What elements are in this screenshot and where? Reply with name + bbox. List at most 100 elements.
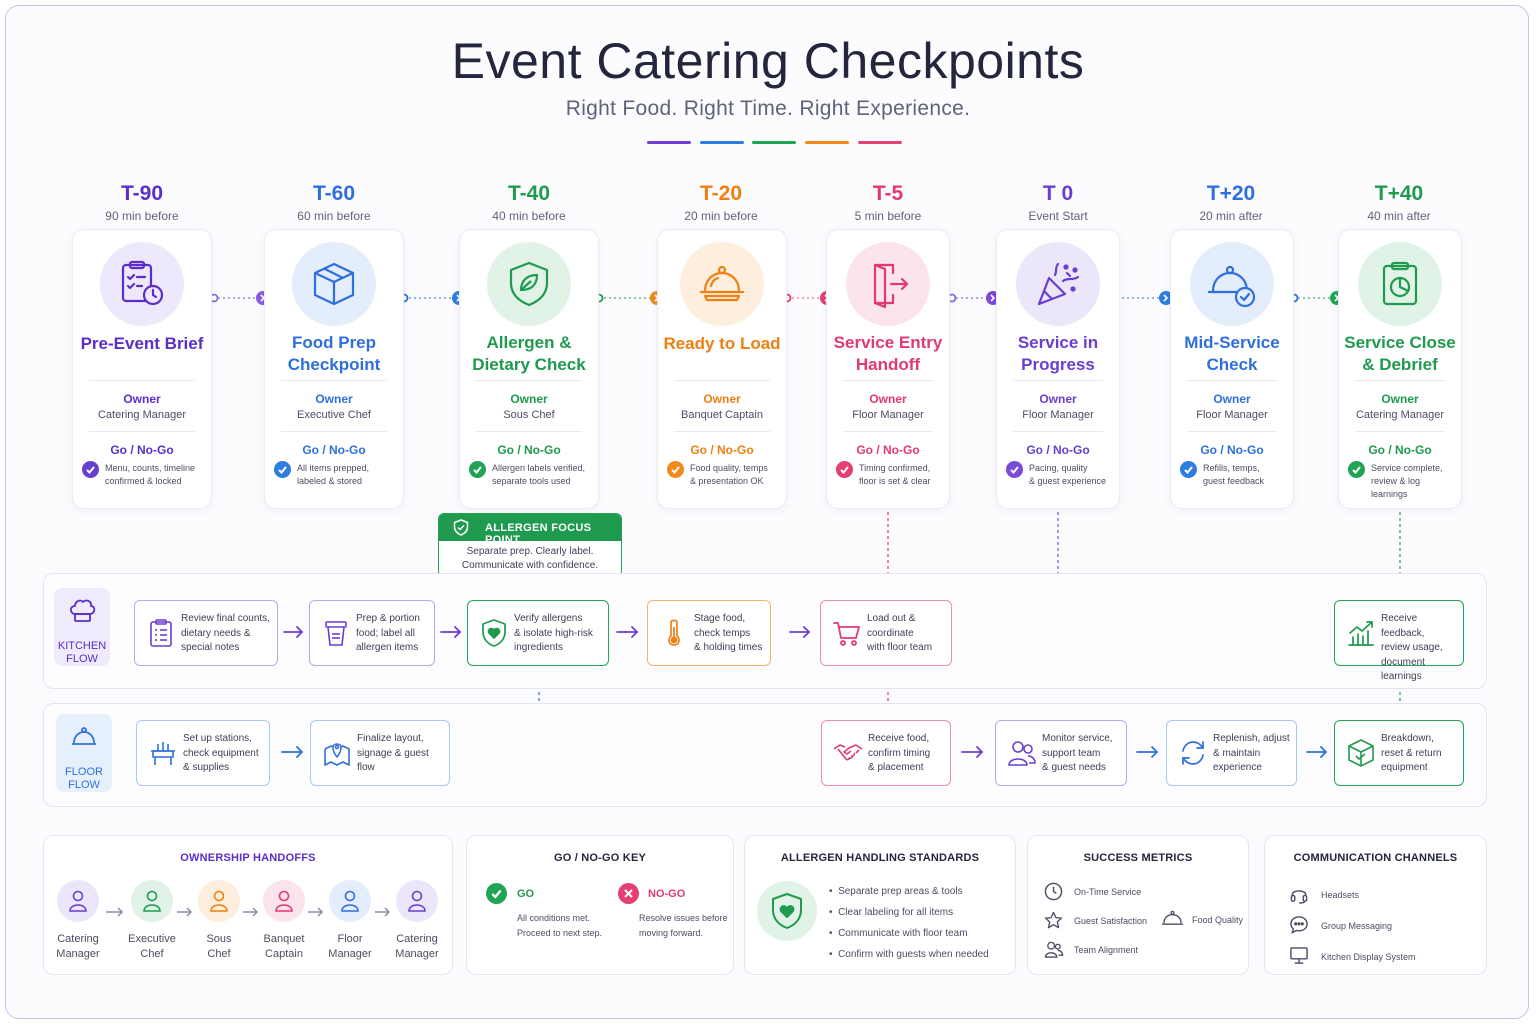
divider <box>843 380 933 381</box>
owner-value: Catering Manager <box>1355 409 1445 421</box>
check-icon <box>1348 461 1365 478</box>
go-text: Proceed to next step. <box>517 928 603 938</box>
station-icon <box>151 742 175 765</box>
success-metrics-panel: SUCCESS METRICS On-Time Service Guest Sa… <box>1027 835 1249 975</box>
time-sub: Event Start <box>1028 209 1088 223</box>
chat-bubble-icon <box>1290 916 1308 934</box>
go-no-go-label: Go / No-Go <box>1368 443 1432 457</box>
lane-label: KITCHEN <box>57 640 107 652</box>
divider <box>89 380 195 381</box>
handoff-role: Catering <box>57 933 99 945</box>
go-text: All conditions met. <box>517 913 591 923</box>
owner-label: Owner <box>1213 392 1251 406</box>
check-icon <box>1180 461 1197 478</box>
go-no-go-label: Go / No-Go <box>856 443 920 457</box>
door-exit-icon <box>846 242 930 326</box>
kitchen-step-review[interactable]: Review final counts,dietary needs &speci… <box>134 600 278 666</box>
step-text: & placement <box>868 762 924 773</box>
accent-bar-3 <box>752 141 796 144</box>
check-icon <box>1006 461 1023 478</box>
go-text: confirmed & locked <box>105 476 182 486</box>
channel-label: Kitchen Display System <box>1321 952 1416 962</box>
metric-label: Team Alignment <box>1074 945 1139 955</box>
person-icon <box>143 890 161 912</box>
person-icon <box>275 890 293 912</box>
divider <box>674 431 770 432</box>
divider <box>674 380 770 381</box>
cloche-icon <box>680 242 764 326</box>
owner-value: Banquet Captain <box>681 409 763 421</box>
thermometer-icon <box>668 619 680 646</box>
shield-leaf-icon <box>487 242 571 326</box>
accent-bar-2 <box>700 141 744 144</box>
checkpoint-card-ready-to-load[interactable]: Ready to Load Owner Banquet Captain Go /… <box>657 229 787 509</box>
page-subtitle: Right Food. Right Time. Right Experience… <box>565 97 971 120</box>
go-text: Menu, counts, timeline <box>105 463 196 473</box>
clipboard-chart-icon <box>1358 242 1442 326</box>
checkpoint-name: Service in <box>1017 333 1099 352</box>
handoff-role: Manager <box>56 948 100 960</box>
container-icon <box>325 621 347 646</box>
lane-label: FLOW <box>68 779 100 791</box>
step-text: signage & guest <box>357 747 429 759</box>
clipboard-clock-icon <box>100 242 184 326</box>
step-text: Load out & <box>867 613 916 624</box>
go-no-go-key-panel: GO / NO-GO KEY GO All conditions met. Pr… <box>466 835 734 975</box>
divider <box>281 431 387 432</box>
checkpoint-card-pre-event-brief[interactable]: Pre-Event Brief Owner Catering Manager G… <box>72 229 212 509</box>
floor-step-setup[interactable]: Set up stations,check equipment& supplie… <box>136 720 270 786</box>
step-text: confirm timing <box>868 747 931 759</box>
floor-step-receive-food[interactable]: Receive food, confirm timing & placement <box>821 720 951 786</box>
kitchen-step-stage-food[interactable]: Stage food,check temps& holding times <box>647 600 771 666</box>
checkpoint-name: Progress <box>1021 355 1095 374</box>
divider <box>476 431 582 432</box>
checkpoint-card-service-close[interactable]: Service Close& Debrief Owner Catering Ma… <box>1338 229 1462 509</box>
checkpoint-name: Service Entry <box>833 333 943 352</box>
check-icon <box>667 461 684 478</box>
package-icon <box>1348 739 1374 767</box>
step-text: & isolate high-risk <box>514 627 593 639</box>
allergen-focus-callout: ALLERGEN FOCUS POINT Separate prep. Clea… <box>438 513 622 577</box>
step-text: Breakdown, <box>1381 733 1434 744</box>
person-icon <box>69 890 87 912</box>
channel-label: Headsets <box>1321 890 1360 900</box>
kitchen-step-feedback[interactable]: Receive feedback,review usage,document l… <box>1334 600 1464 682</box>
handoff-role: Executive <box>128 933 176 945</box>
time-sub: 40 min after <box>1367 209 1431 223</box>
panel-title: GO / NO-GO KEY <box>553 852 647 864</box>
time-label: T-60 <box>312 182 356 205</box>
avatar-floor-manager <box>329 880 371 922</box>
checkpoint-name: Checkpoint <box>287 355 381 374</box>
time-label: T-40 <box>507 182 551 205</box>
step-text: check equipment <box>183 747 259 759</box>
floor-step-monitor[interactable]: Monitor service,support team& guest need… <box>995 720 1127 786</box>
panel-title: ALLERGEN HANDLING STANDARDS <box>780 852 980 864</box>
go-text: Timing confirmed, <box>859 463 931 473</box>
checkpoint-name: Dietary Check <box>472 355 586 374</box>
owner-label: Owner <box>1039 392 1077 406</box>
step-text: Receive food, <box>868 733 930 744</box>
divider <box>1013 380 1103 381</box>
avatar-banquet-captain <box>263 880 305 922</box>
step-text: with floor team <box>867 642 933 653</box>
checkpoint-card-allergen-check[interactable]: Allergen &Dietary Check Owner Sous Chef … <box>459 229 599 509</box>
checkpoint-name: Food Prep <box>291 333 377 352</box>
go-no-go-label: Go / No-Go <box>110 443 174 457</box>
step-text: Prep & portion <box>356 613 420 624</box>
owner-value: Sous Chef <box>503 409 555 421</box>
go-text: Service complete, <box>1371 463 1443 473</box>
step-text: & guest needs <box>1042 762 1106 773</box>
owner-value: Catering Manager <box>97 409 187 421</box>
panel-title: OWNERSHIP HANDOFFS <box>180 852 316 864</box>
shield-check-icon <box>453 519 469 536</box>
